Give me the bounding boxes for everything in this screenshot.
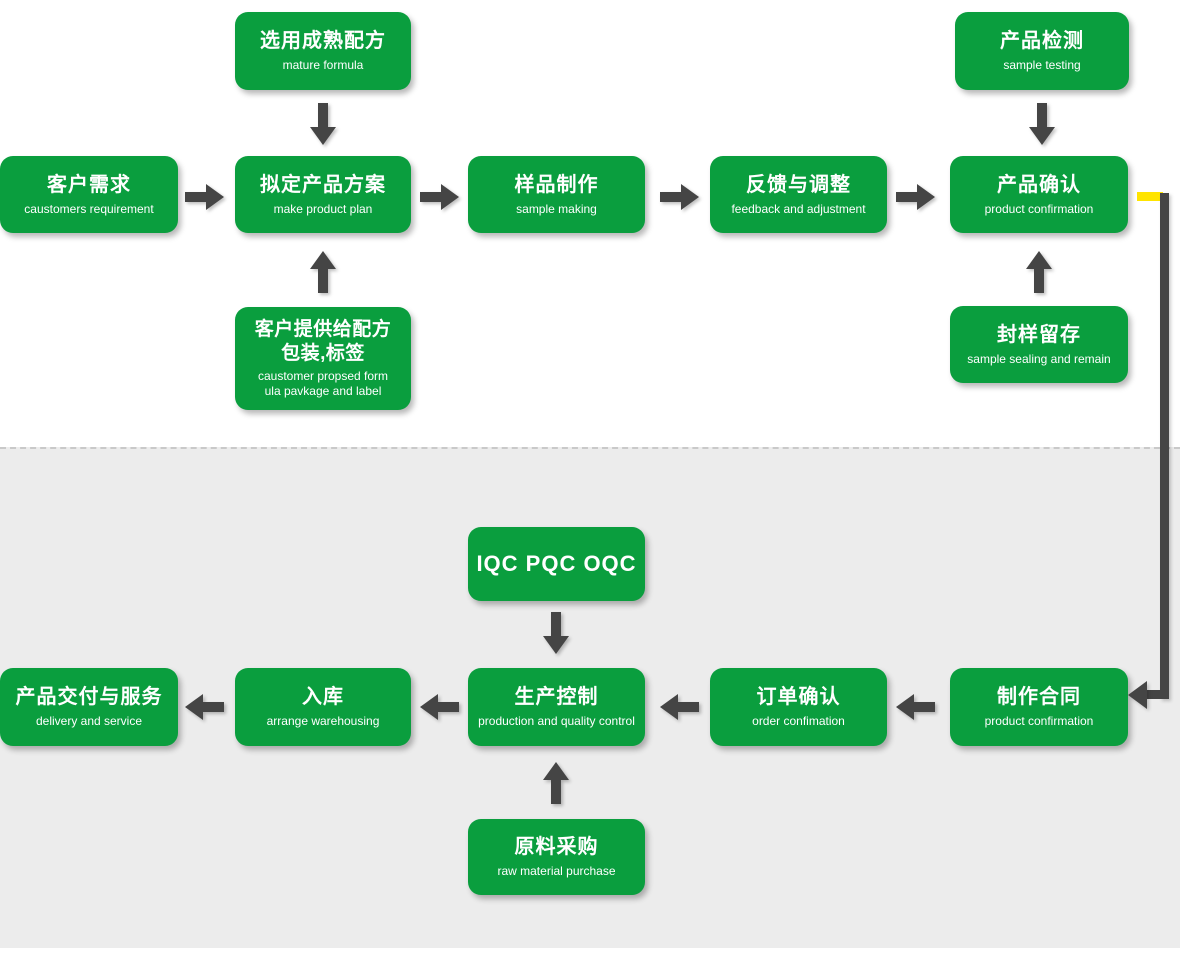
- node-mature-formula: 选用成熟配方 mature formula: [235, 12, 411, 90]
- node-subtitle: product confirmation: [984, 201, 1094, 216]
- node-order-confirmation: 订单确认 order confimation: [710, 668, 887, 746]
- arrow-warehousing-to-delivery-icon: [185, 692, 224, 722]
- arrow-sample-to-feedback-icon: [660, 182, 699, 212]
- node-subtitle: raw material purchase: [497, 864, 616, 878]
- node-title: 生产控制: [514, 686, 599, 708]
- node-subtitle: make product plan: [273, 201, 373, 216]
- node-subtitle: sample testing: [1003, 58, 1081, 72]
- connector-elbow-segment: [1147, 690, 1169, 699]
- arrow-iqc-to-production-icon: [541, 612, 571, 654]
- node-title: 入库: [302, 686, 344, 708]
- connector-yellow-segment: [1137, 192, 1163, 201]
- arrow-contract-to-order-icon: [896, 692, 935, 722]
- node-warehousing: 入库 arrange warehousing: [235, 668, 411, 746]
- arrow-raw-material-up-icon: [541, 762, 571, 804]
- node-delivery-service: 产品交付与服务 delivery and service: [0, 668, 178, 746]
- node-subtitle: delivery and service: [35, 714, 143, 728]
- node-title: 原料采购: [514, 836, 599, 858]
- node-subtitle: mature formula: [282, 58, 364, 72]
- node-subtitle-line1: caustomer propsed form: [257, 369, 389, 384]
- arrow-customer-formula-up-icon: [308, 251, 338, 293]
- arrow-requirement-to-plan-icon: [185, 182, 224, 212]
- node-title: 产品检测: [1000, 30, 1084, 52]
- node-title-line2: 包装,标签: [281, 342, 365, 364]
- node-subtitle: production and quality control: [478, 714, 635, 728]
- arrow-sample-sealing-up-icon: [1024, 251, 1054, 293]
- node-subtitle: feedback and adjustment: [731, 201, 866, 216]
- node-customer-formula-package-label: 客户提供给配方 包装,标签 caustomer propsed form ula…: [235, 307, 411, 410]
- node-product-confirmation: 产品确认 product confirmation: [950, 156, 1128, 233]
- node-subtitle: sample making: [516, 201, 597, 216]
- node-title: IQC PQC OQC: [476, 551, 637, 577]
- node-make-product-plan: 拟定产品方案 make product plan: [235, 156, 411, 233]
- node-title: 选用成熟配方: [260, 30, 386, 52]
- node-title: 样品制作: [514, 173, 599, 196]
- node-title: 拟定产品方案: [260, 173, 386, 196]
- node-subtitle: product confirmation: [984, 714, 1094, 728]
- node-title-line1: 客户提供给配方: [254, 318, 392, 340]
- node-title: 客户需求: [47, 173, 131, 196]
- connector-vertical-line: [1160, 193, 1169, 699]
- node-subtitle: arrange warehousing: [266, 714, 380, 728]
- node-sample-testing: 产品检测 sample testing: [955, 12, 1129, 90]
- node-customers-requirement: 客户需求 caustomers requirement: [0, 156, 178, 233]
- node-feedback-adjustment: 反馈与调整 feedback and adjustment: [710, 156, 887, 233]
- node-raw-material: 原料采购 raw material purchase: [468, 819, 645, 895]
- node-sample-sealing: 封样留存 sample sealing and remain: [950, 306, 1128, 383]
- arrow-mature-formula-down-icon: [308, 103, 338, 145]
- arrow-plan-to-sample-icon: [420, 182, 459, 212]
- arrow-production-to-warehousing-icon: [420, 692, 459, 722]
- node-subtitle-line2: ula pavkage and label: [264, 384, 382, 399]
- node-title: 产品交付与服务: [15, 686, 163, 708]
- node-title: 产品确认: [997, 173, 1081, 196]
- node-title: 反馈与调整: [746, 173, 851, 196]
- node-iqc-pqc-oqc: IQC PQC OQC: [468, 527, 645, 601]
- node-subtitle: order confimation: [752, 714, 845, 728]
- node-title: 封样留存: [997, 323, 1081, 346]
- node-make-contract: 制作合同 product confirmation: [950, 668, 1128, 746]
- node-title: 制作合同: [997, 686, 1081, 708]
- arrow-order-to-production-icon: [660, 692, 699, 722]
- connector-arrowhead-icon: [1128, 681, 1147, 709]
- arrow-feedback-to-confirmation-icon: [896, 182, 935, 212]
- node-title: 订单确认: [756, 686, 841, 708]
- arrow-sample-testing-down-icon: [1027, 103, 1057, 145]
- node-production-control: 生产控制 production and quality control: [468, 668, 645, 746]
- node-sample-making: 样品制作 sample making: [468, 156, 645, 233]
- node-subtitle: sample sealing and remain: [967, 351, 1111, 366]
- node-subtitle: caustomers requirement: [24, 201, 154, 216]
